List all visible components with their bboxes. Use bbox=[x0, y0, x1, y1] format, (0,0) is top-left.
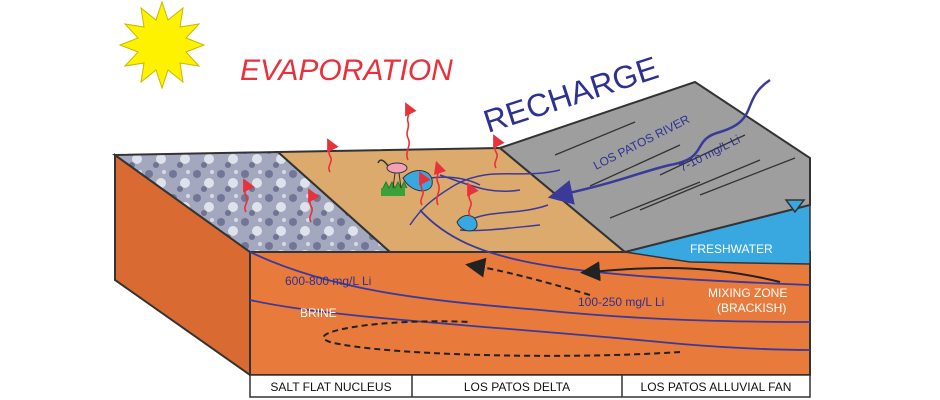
zone-label-salt-flat-nucleus: SALT FLAT NUCLEUS bbox=[270, 380, 391, 394]
vegetation-icon bbox=[381, 180, 408, 196]
flow-arrow-lower bbox=[322, 320, 681, 357]
mixing-zone-label: MIXING ZONE bbox=[708, 286, 787, 300]
alluvial-fan-surface bbox=[497, 80, 811, 254]
flamingo-icon bbox=[377, 159, 408, 189]
brackish-label: (BRACKISH) bbox=[717, 301, 786, 315]
brine-li-label: 600-800 mg/L Li bbox=[285, 274, 371, 288]
zone-legend-bar: SALT FLAT NUCLEUS LOS PATOS DELTA LOS PA… bbox=[249, 374, 811, 398]
evaporation-arrows bbox=[243, 102, 505, 223]
zone-label-los-patos-delta: LOS PATOS DELTA bbox=[464, 380, 570, 394]
brine-label: BRINE bbox=[300, 306, 337, 320]
water-table-icon bbox=[784, 199, 806, 214]
freshwater-label: FRESHWATER bbox=[690, 242, 773, 256]
lagoon-lower bbox=[456, 215, 478, 232]
evaporation-label: EVAPORATION bbox=[240, 54, 453, 87]
mixing-li-label: 100-250 mg/L Li bbox=[578, 295, 664, 309]
flow-arrow-upper bbox=[580, 261, 781, 283]
fan-texture bbox=[554, 121, 796, 219]
los-patos-river bbox=[547, 78, 771, 205]
zone-label-los-patos-alluvial-fan: LOS PATOS ALLUVIAL FAN bbox=[641, 380, 792, 394]
subsurface-flow bbox=[249, 209, 811, 351]
sun-icon bbox=[118, 0, 206, 90]
